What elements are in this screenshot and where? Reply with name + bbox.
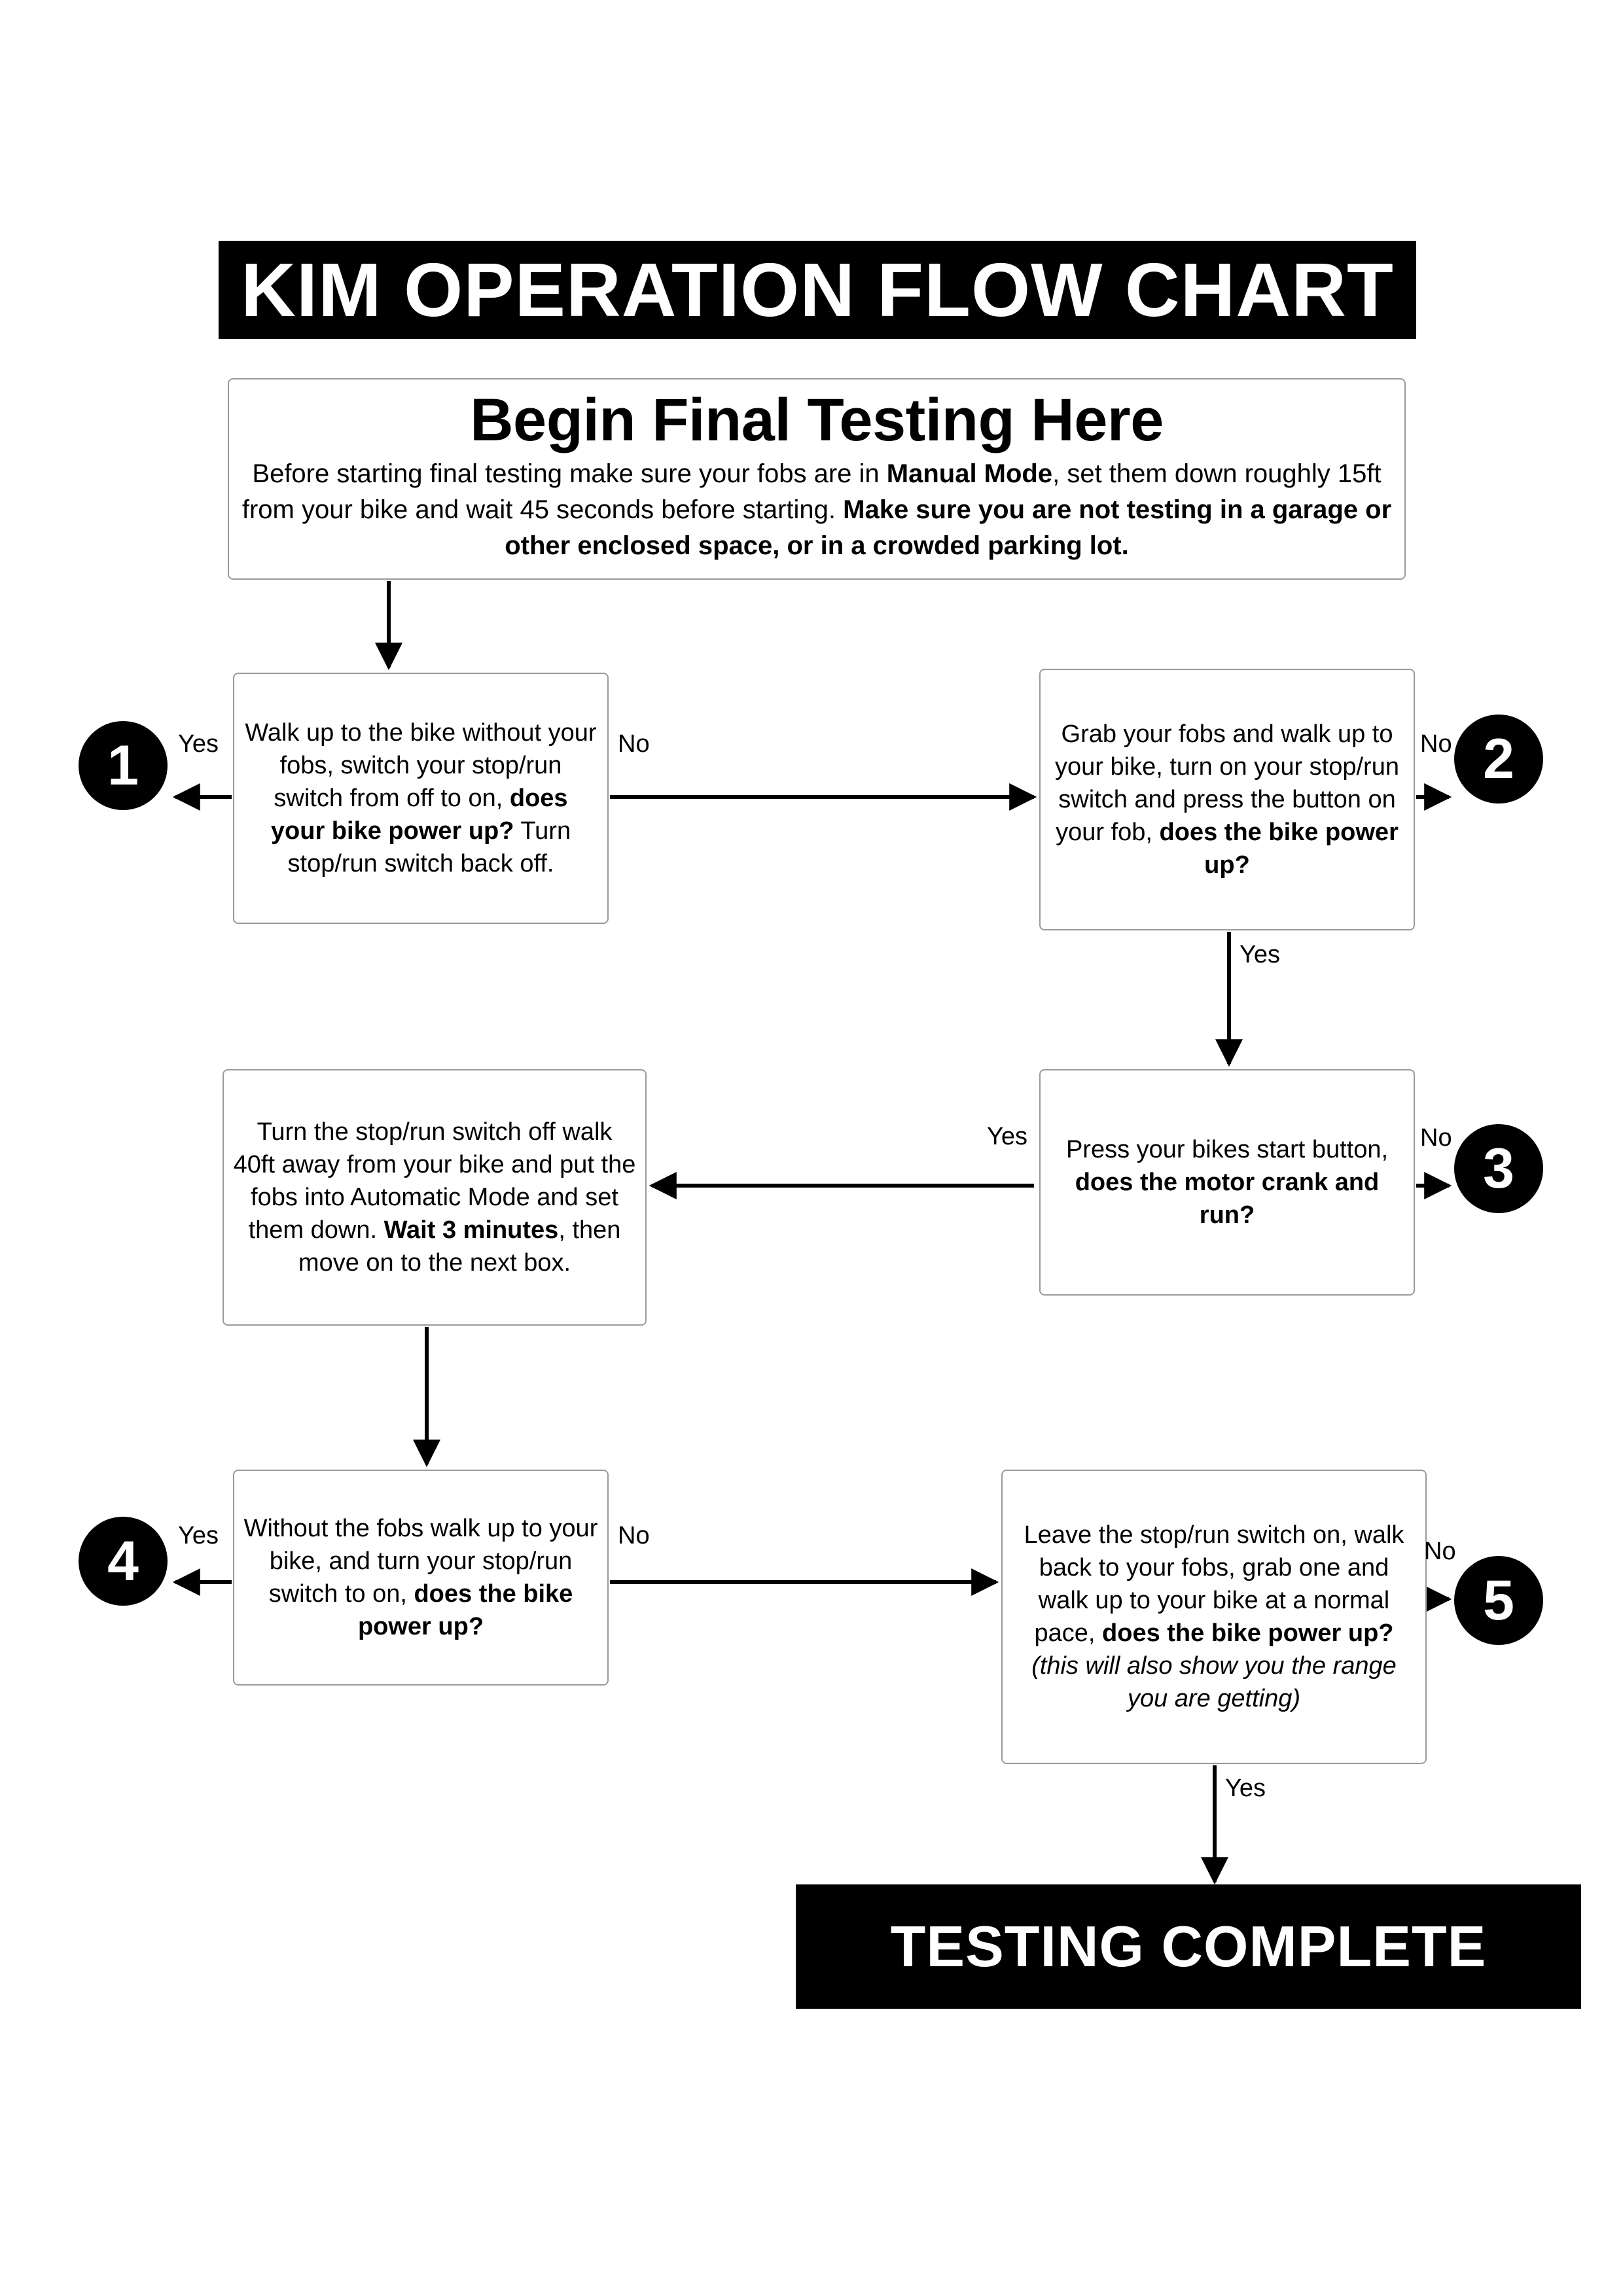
box3-text-b: Wait 3 minutes (383, 1216, 559, 1245)
step-box-5-text: Without the fobs walk up to your bike, a… (243, 1512, 598, 1644)
step-box-3: Turn the stop/run switch off walk 40ft a… (223, 1069, 647, 1326)
outcome-badge-1-number: 1 (107, 734, 139, 797)
edge-label-box5-yes: Yes (178, 1522, 219, 1549)
step-box-2: Grab your fobs and walk up to your bike,… (1039, 669, 1415, 930)
box6-text-c: (this will also show you the range you a… (1031, 1652, 1397, 1713)
box2-text-b: does the bike power up? (1159, 819, 1399, 879)
box4-text-a: Press your bikes start button, (1065, 1135, 1389, 1163)
step-box-1: Walk up to the bike without your fobs, s… (233, 673, 609, 924)
intro-box: Begin Final Testing Here Before starting… (228, 378, 1406, 580)
intro-body-part2: , set them down roughly 15ft from your b… (241, 459, 1382, 524)
step-box-1-text: Walk up to the bike without your fobs, s… (243, 716, 598, 881)
edge-label-box4-no: No (1420, 1124, 1452, 1152)
box6-text-b: does the bike power up? (1102, 1619, 1394, 1647)
outcome-badge-4-number: 4 (107, 1530, 139, 1593)
box2-text-a: Grab your fobs and walk up to your bike,… (1055, 720, 1399, 847)
intro-body-bold1: Manual Mode (886, 459, 1053, 488)
outcome-badge-5-number: 5 (1483, 1569, 1514, 1632)
step-box-6: Leave the stop/run switch on, walk back … (1001, 1470, 1427, 1764)
box6-text-a: Leave the stop/run switch on, walk back … (1024, 1521, 1404, 1647)
step-box-4-text: Press your bikes start button, does the … (1050, 1133, 1404, 1231)
box1-text-c: Turn stop/run switch back off. (287, 817, 571, 878)
edge-label-box6-no: No (1424, 1538, 1456, 1565)
intro-body: Before starting final testing make sure … (238, 456, 1395, 565)
intro-body-part1: Before starting final testing make sure … (252, 459, 887, 488)
edge-label-box5-no: No (618, 1522, 650, 1549)
testing-complete-label: TESTING COMPLETE (890, 1914, 1487, 1979)
intro-heading: Begin Final Testing Here (470, 387, 1164, 453)
box1-text-a: Walk up to the bike without your fobs, s… (245, 718, 597, 812)
edge-label-box1-no: No (618, 730, 650, 758)
box5-text-b: does the bike power up? (357, 1580, 573, 1641)
outcome-badge-3-number: 3 (1483, 1137, 1514, 1200)
step-box-3-text: Turn the stop/run switch off walk 40ft a… (233, 1116, 636, 1280)
outcome-badge-2-number: 2 (1483, 728, 1514, 790)
testing-complete-banner: TESTING COMPLETE (796, 1884, 1581, 2009)
edge-label-box1-yes: Yes (178, 730, 219, 758)
box3-text-c: , then move on to the next box. (298, 1216, 621, 1277)
page-title: KIM OPERATION FLOW CHART (241, 247, 1394, 332)
step-box-5: Without the fobs walk up to your bike, a… (233, 1470, 609, 1686)
edge-label-box2-no: No (1420, 730, 1452, 758)
edge-label-box2-yes: Yes (1240, 941, 1280, 968)
step-box-2-text: Grab your fobs and walk up to your bike,… (1050, 718, 1404, 882)
box5-text-a: Without the fobs walk up to your bike, a… (243, 1514, 598, 1608)
page-title-banner: KIM OPERATION FLOW CHART (219, 241, 1416, 339)
box4-text-b: does the motor crank and run? (1075, 1168, 1380, 1229)
intro-body-bold2: Make sure you are not testing in a garag… (505, 495, 1392, 560)
edge-label-box4-yes: Yes (987, 1123, 1027, 1150)
edge-label-box6-yes: Yes (1225, 1775, 1266, 1802)
step-box-6-text: Leave the stop/run switch on, walk back … (1012, 1519, 1416, 1716)
outcome-badge-3: 3 (1454, 1124, 1543, 1213)
outcome-badge-1: 1 (79, 721, 168, 810)
outcome-badge-2: 2 (1454, 715, 1543, 804)
box3-text-a: Turn the stop/run switch off walk 40ft a… (233, 1118, 636, 1245)
box1-text-b: does your bike power up? (270, 784, 568, 845)
outcome-badge-4: 4 (79, 1517, 168, 1606)
outcome-badge-5: 5 (1454, 1556, 1543, 1645)
step-box-4: Press your bikes start button, does the … (1039, 1069, 1415, 1296)
